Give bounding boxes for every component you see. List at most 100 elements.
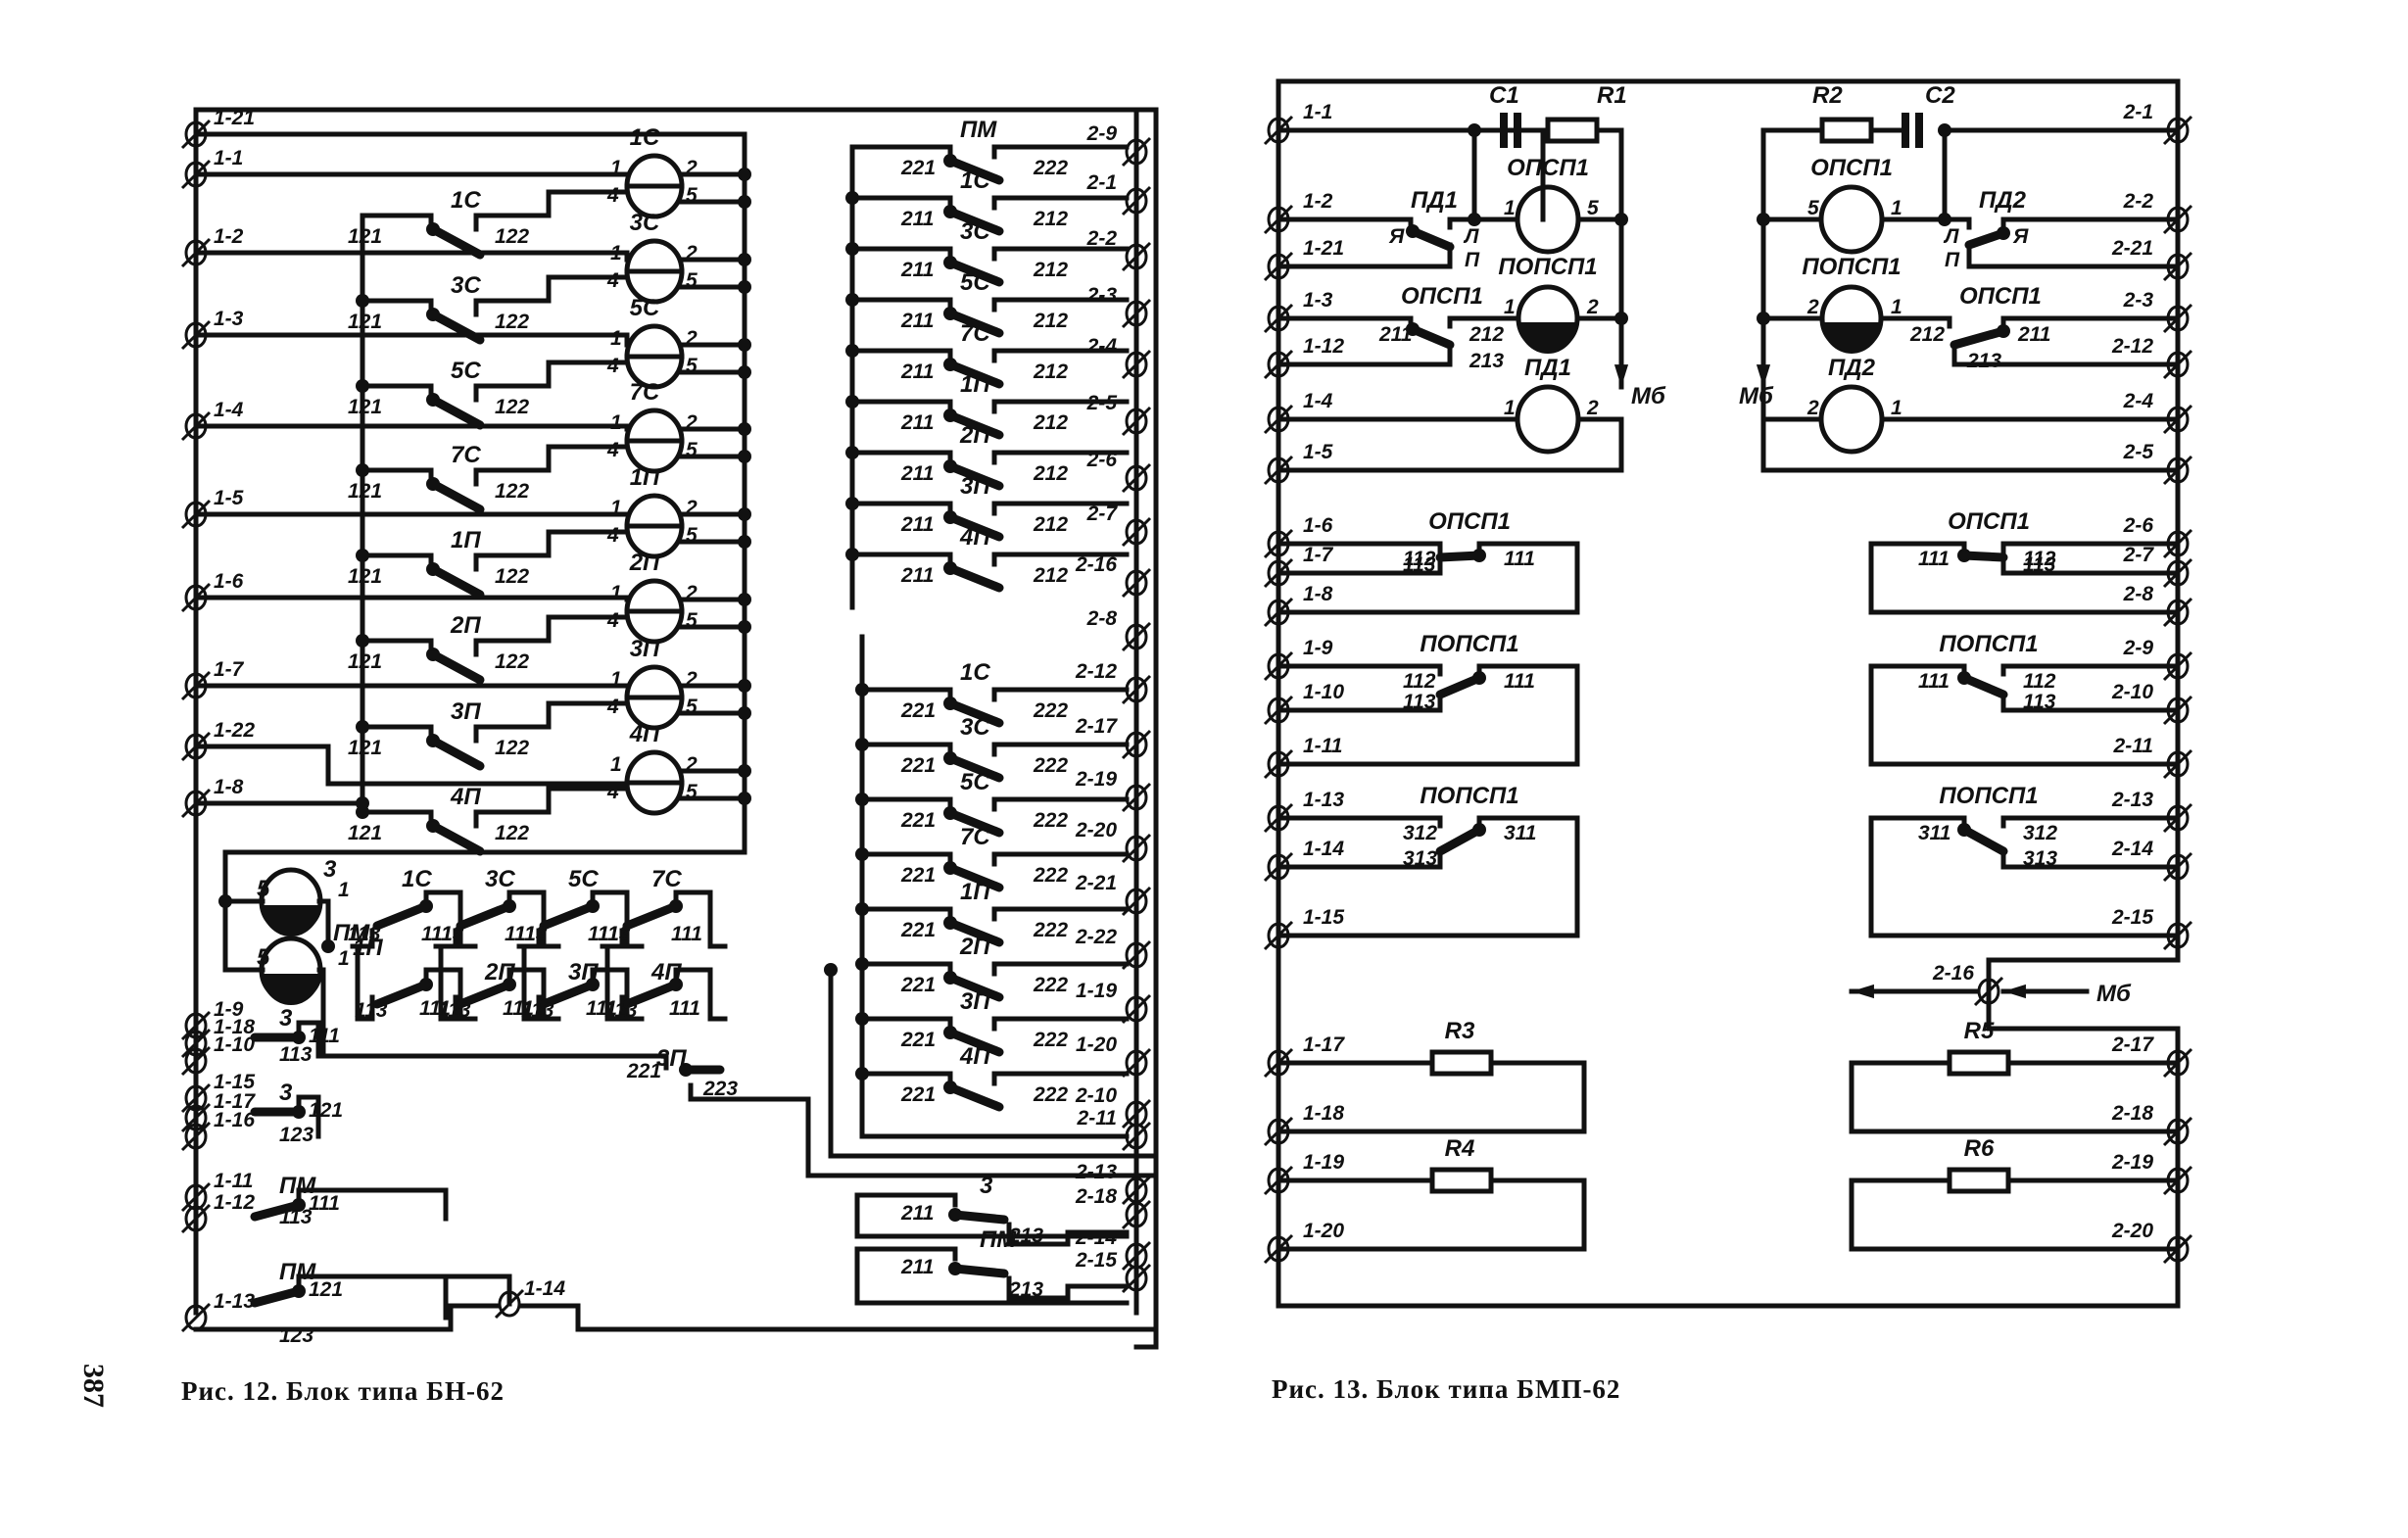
terminal-label-1-13: 1-13 (214, 1290, 255, 1313)
right-relay-blade-2П (945, 461, 1004, 491)
lamp-pin: 2 (1806, 296, 1819, 318)
terminal-slash (1121, 1098, 1152, 1129)
right-relay-no: 212 (1033, 208, 1068, 230)
right-relay-no-wire (991, 906, 1130, 922)
terminal-1-12 (180, 1203, 212, 1234)
right-relay-name-7С: 7С (960, 320, 990, 347)
wire-1-21 (193, 131, 747, 179)
contact-group-right-wire (1868, 541, 2181, 615)
lamp-2П (624, 578, 685, 645)
relay-blade-4П (428, 821, 485, 856)
relay-blade-7С (428, 479, 485, 514)
right-relay-wire (859, 851, 953, 867)
lamp-name-1С: 1С (630, 124, 660, 151)
terminal-label-1-14: 1-14 (1303, 838, 1344, 860)
terminal-label-1-10: 1-10 (1303, 681, 1344, 703)
terminal-label-1-3: 1-3 (1303, 289, 1333, 312)
terminal-ring (1125, 1049, 1148, 1077)
terminal-slash (180, 1010, 212, 1041)
lamp-pin: 4 (606, 609, 619, 632)
terminal-label-1-19: 1-19 (1076, 980, 1117, 1002)
label-r3: R3 (1445, 1018, 1475, 1044)
lamp-name-left: ОПСП1 (1507, 155, 1589, 181)
junction-dot (1757, 312, 1770, 325)
terminal-label-2-5: 2-5 (2123, 441, 2154, 463)
terminal-2-20 (1121, 833, 1152, 864)
terminal-label-2-21: 2-21 (2111, 237, 2153, 260)
terminal-label-1-9: 1-9 (214, 998, 244, 1021)
lamp-pin: 1 (1891, 397, 1902, 419)
right-relay-blade-1П (945, 918, 1004, 947)
label-r5: R5 (1964, 1018, 1995, 1044)
chain-wire (521, 943, 542, 1022)
lamp-wire (1447, 216, 1624, 321)
right-relay-no: 212 (1033, 564, 1068, 587)
terminal-slash (1121, 729, 1152, 760)
right-relay-no-wire (991, 796, 1130, 812)
terminal-slash (180, 1121, 212, 1152)
relay-name-1С: 1С (451, 187, 481, 214)
terminal-ring (1125, 464, 1148, 492)
junction-dot (1468, 213, 1481, 226)
terminal-label-2-8: 2-8 (2123, 583, 2154, 605)
right-relay-common: 211 (900, 513, 934, 536)
terminal-label-2-7: 2-7 (2123, 544, 2155, 566)
chain-wire (590, 889, 645, 949)
lower-right-name-0: 3 (980, 1173, 993, 1199)
lamp-pin: 4 (606, 439, 619, 461)
cg-contact: 111 (1504, 548, 1535, 570)
chain-wire (423, 889, 478, 949)
terminal-label-2-19: 2-19 (2111, 1151, 2153, 1174)
right-relay-no-wire (991, 246, 1130, 262)
chain-contact: 113 (438, 999, 471, 1022)
right-relay-no-wire (991, 348, 1130, 363)
right-relay-common: 221 (900, 699, 936, 722)
arrow-head (1852, 984, 1874, 999)
cg-contact: 113 (1403, 691, 1436, 713)
contact-group-left-name-1: ПОПСП1 (1420, 631, 1518, 657)
lower-switch-wire (296, 1274, 449, 1321)
terminal-slash (1121, 349, 1152, 380)
terminal-slash (180, 1082, 212, 1114)
right-relay-wire (849, 501, 953, 516)
wire-r2 (1760, 127, 2181, 473)
relay-no-wire (473, 189, 630, 232)
terminal-label-2-4: 2-4 (1086, 335, 1118, 358)
right-relay-name-4П: 4П (959, 524, 990, 551)
junction-dot (738, 168, 751, 181)
right-relay-no: 222 (1033, 1029, 1068, 1051)
terminal-slash (180, 1203, 212, 1234)
chain-wire (355, 943, 375, 1022)
pm-lamp-lower (259, 936, 323, 1005)
lamp-1С (624, 153, 685, 219)
chain-wire (590, 967, 645, 1022)
wire-lamp-2П (193, 595, 630, 602)
chain-contact: 111 (588, 923, 619, 945)
terminal-slash (1121, 1121, 1152, 1152)
pm-pin5: 5 (257, 944, 270, 971)
terminal-label-2-6: 2-6 (2123, 514, 2154, 537)
right-relay-wire (859, 906, 953, 922)
wire-1-14-loop (193, 1303, 1159, 1332)
pm-out-wire (316, 898, 669, 1071)
right-relay-no: 212 (1033, 310, 1068, 332)
chain-top-blade-7С (622, 901, 681, 931)
relay-contact-common: 121 (348, 311, 382, 333)
terminal-label-2-8: 2-8 (1086, 607, 1118, 630)
relay-contact-common: 121 (348, 822, 382, 844)
lamp-name-right: ОПСП1 (1810, 155, 1893, 181)
right-relay-blade-2П (945, 973, 1004, 1002)
switch-name-0: 3 (279, 1005, 293, 1032)
opsp-right-blade (1950, 326, 2008, 350)
relay-name-1П: 1П (451, 527, 481, 553)
terminal-label-2-9: 2-9 (2123, 637, 2154, 659)
opsp-right-b: 213 (1966, 350, 2001, 372)
terminal-slash (1121, 567, 1152, 599)
terminal-label-2-11: 2-11 (2113, 735, 2153, 757)
relay-wire (360, 553, 434, 568)
terminal-label-2-13: 2-13 (2111, 789, 2153, 811)
cg-contact: 111 (1918, 548, 1950, 570)
relay-blade-2П (428, 649, 485, 685)
junction-dot (738, 706, 751, 720)
terminal-ring (1125, 518, 1148, 546)
